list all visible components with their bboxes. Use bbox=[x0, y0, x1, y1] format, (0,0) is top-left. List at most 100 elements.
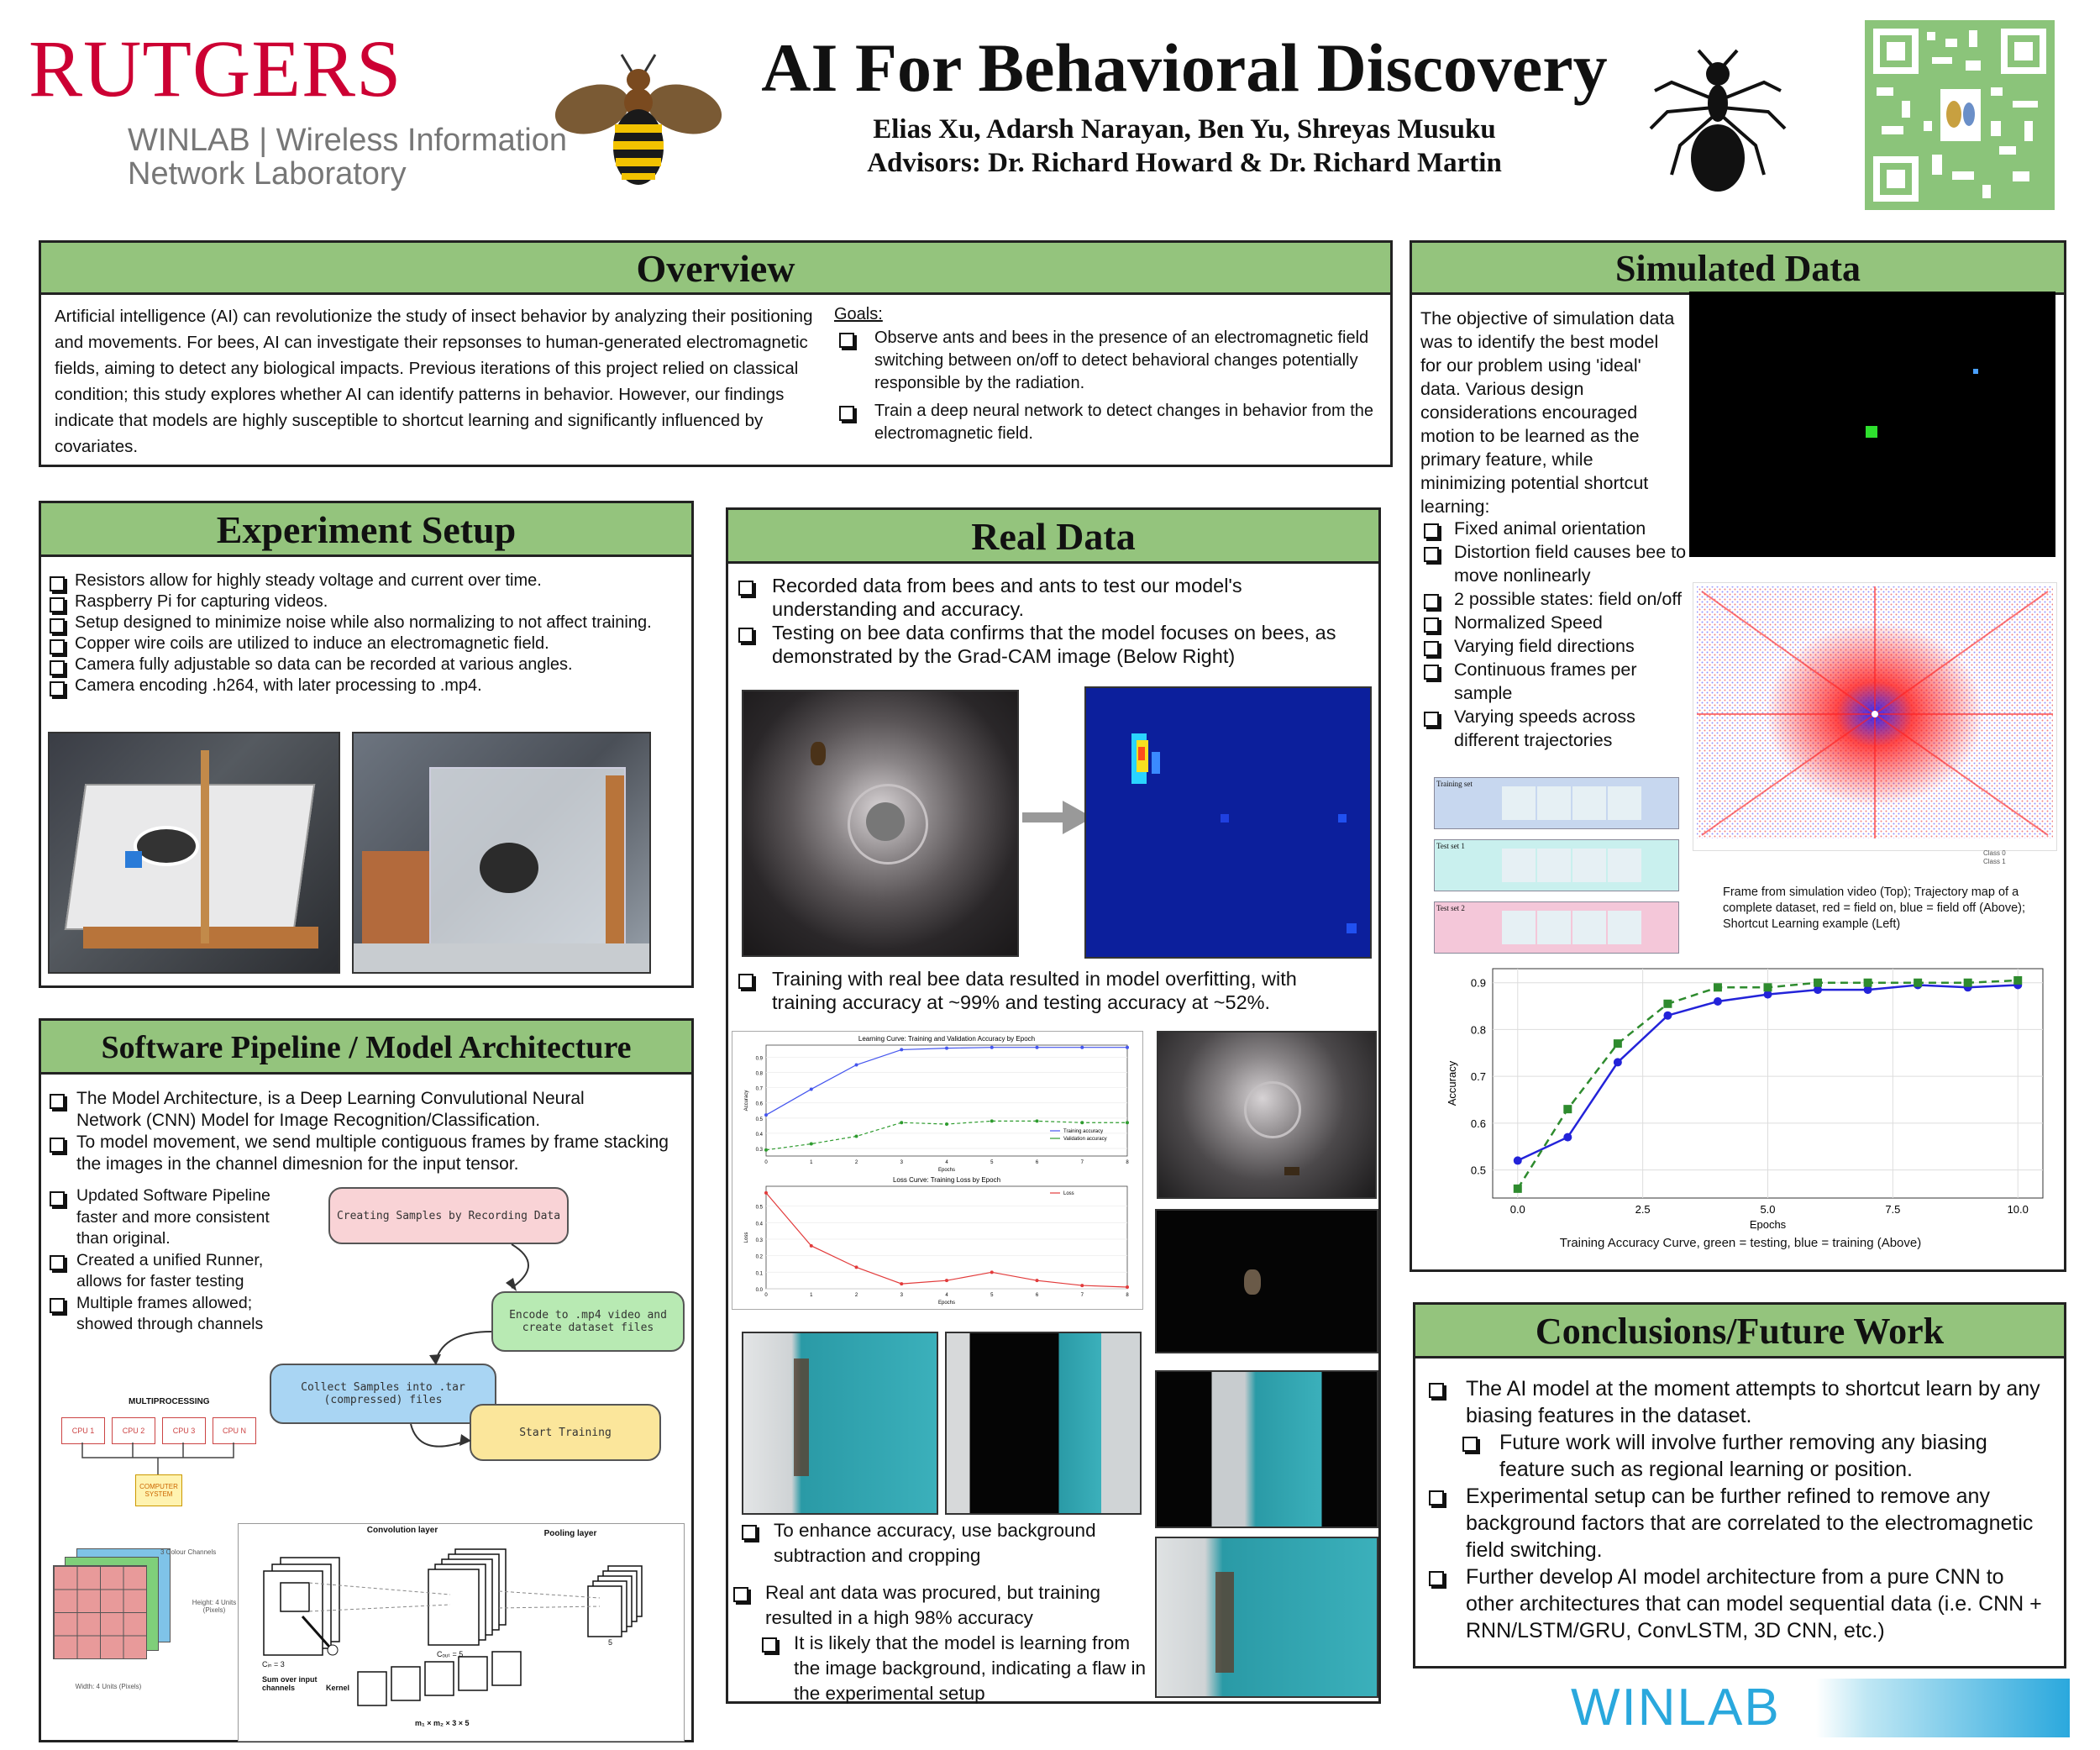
loss-data-point bbox=[1035, 1279, 1039, 1283]
conclusions-panel: Conclusions/Future Work The AI model at … bbox=[1413, 1302, 2066, 1669]
shortcut-row-test1: Test set 1 bbox=[1434, 839, 1679, 891]
software-heading: Software Pipeline / Model Architecture bbox=[41, 1021, 691, 1075]
loss-data-point bbox=[1080, 1284, 1084, 1288]
flow-step-3: Collect Samples into .tar (compressed) f… bbox=[270, 1364, 496, 1424]
data-point bbox=[1563, 1133, 1572, 1142]
overview-panel: Overview Artificial intelligence (AI) ca… bbox=[39, 240, 1393, 467]
flow-step-2: Encode to .mp4 video and create dataset … bbox=[491, 1291, 685, 1352]
experiment-item: Camera encoding .h264, with later proces… bbox=[45, 675, 683, 696]
acc-x-tick: 5 bbox=[990, 1160, 994, 1165]
acc-data-point bbox=[809, 1087, 813, 1091]
tensor-width-label: Width: 4 Units (Pixels) bbox=[75, 1683, 142, 1690]
y-tick-label: 0.5 bbox=[1471, 1164, 1486, 1177]
acc-x-tick: 7 bbox=[1081, 1160, 1084, 1165]
lab-name-line2: Network Laboratory bbox=[128, 156, 407, 192]
simulated-item: Varying speeds across different trajecto… bbox=[1419, 705, 1688, 752]
loss-x-tick: 4 bbox=[945, 1293, 948, 1298]
ant-photo-4 bbox=[1155, 1537, 1378, 1698]
traj-legend-0: Class 0 bbox=[1983, 849, 2006, 857]
x-axis-label: Epochs bbox=[1750, 1218, 1787, 1231]
cnn-diagram: Convolution layer Pooling layer Cᵢₙ = 3 … bbox=[238, 1523, 685, 1742]
acc-y-tick: 0.4 bbox=[756, 1133, 764, 1138]
bg-note: To enhance accuracy, use background subt… bbox=[737, 1518, 1157, 1569]
simulated-heading: Simulated Data bbox=[1412, 243, 2064, 295]
simulated-item: Continuous frames per sample bbox=[1419, 658, 1688, 705]
acc-x-tick: 8 bbox=[1126, 1160, 1129, 1165]
winlab-logo: WINLAB bbox=[1562, 1679, 2070, 1737]
acc-x-tick: 6 bbox=[1036, 1160, 1039, 1165]
training-note: Training with real bee data resulted in … bbox=[733, 967, 1355, 1014]
software-list-2: Updated Software Pipeline faster and mor… bbox=[45, 1185, 305, 1336]
overview-heading: Overview bbox=[41, 243, 1390, 295]
simulated-item: Distortion field causes bee to move nonl… bbox=[1419, 540, 1688, 587]
y-tick-label: 0.9 bbox=[1471, 977, 1486, 990]
overview-body: Artificial intelligence (AI) can revolut… bbox=[55, 307, 813, 456]
loss-x-label: Epochs bbox=[938, 1301, 955, 1306]
data-point bbox=[1963, 978, 1972, 987]
shortcut-row-label: Test set 2 bbox=[1436, 904, 1465, 912]
acc-data-point bbox=[1035, 1045, 1039, 1049]
pool-layer-label: Pooling layer bbox=[543, 1529, 597, 1538]
loss-x-tick: 2 bbox=[855, 1293, 858, 1298]
mp-cpu-n: CPU N bbox=[213, 1417, 256, 1444]
trajectory-map bbox=[1693, 582, 2057, 851]
loss-x-tick: 3 bbox=[900, 1293, 904, 1298]
simulated-item: Varying field directions bbox=[1419, 634, 1688, 658]
acc-data-point bbox=[1126, 1121, 1129, 1125]
acc-y-tick: 0.9 bbox=[756, 1056, 764, 1061]
data-point bbox=[1713, 997, 1722, 1006]
x-tick-label: 7.5 bbox=[1885, 1203, 1900, 1216]
acc-legend-label: Training accuracy bbox=[1063, 1129, 1103, 1134]
data-point bbox=[1613, 1058, 1622, 1067]
acc-data-point bbox=[1080, 1121, 1084, 1125]
acc-data-point bbox=[900, 1048, 904, 1052]
experiment-item: Raspberry Pi for capturing videos. bbox=[45, 591, 683, 612]
loss-frame bbox=[765, 1185, 1128, 1290]
software-panel: Software Pipeline / Model Architecture T… bbox=[39, 1018, 694, 1742]
data-point bbox=[1663, 999, 1672, 1008]
acc-y-tick: 0.3 bbox=[756, 1148, 764, 1153]
x-tick-label: 5.0 bbox=[1760, 1203, 1775, 1216]
loss-data-point bbox=[809, 1243, 813, 1248]
data-point bbox=[1563, 1105, 1572, 1114]
bee-icon bbox=[554, 54, 722, 185]
acc-data-point bbox=[854, 1134, 858, 1138]
bg-subtracted-frame bbox=[1155, 1209, 1378, 1353]
ant-note: Real ant data was procured, but training… bbox=[728, 1580, 1157, 1631]
software-item: The Model Architecture, is a Deep Learni… bbox=[45, 1088, 648, 1132]
acc-y-tick: 0.7 bbox=[756, 1087, 764, 1092]
acc-y-label: Accuracy bbox=[744, 1090, 749, 1111]
winlab-logo-text: WINLAB bbox=[1571, 1679, 1781, 1737]
goals-list: Observe ants and bees in the presence of… bbox=[834, 327, 1422, 445]
data-point bbox=[1663, 1011, 1672, 1020]
ant-sub-note: It is likely that the model is learning … bbox=[757, 1631, 1152, 1706]
setup-photo-1 bbox=[48, 732, 340, 974]
lab-name-line1: WINLAB | Wireless Information bbox=[128, 123, 568, 158]
learning-curves: Learning Curve: Training and Validation … bbox=[732, 1031, 1143, 1310]
shortcut-row-label: Test set 1 bbox=[1436, 842, 1465, 850]
acc-frame bbox=[765, 1044, 1128, 1157]
setup-photo-2 bbox=[352, 732, 651, 974]
mp-title: MULTIPROCESSING bbox=[129, 1397, 210, 1406]
acc-data-point bbox=[945, 1122, 948, 1127]
loss-y-tick: 0.3 bbox=[756, 1238, 764, 1243]
experiment-item: Camera fully adjustable so data can be r… bbox=[45, 654, 683, 675]
loss-y-tick: 0.5 bbox=[756, 1206, 764, 1211]
acc-y-tick: 0.8 bbox=[756, 1072, 764, 1077]
ant-photo-1 bbox=[742, 1332, 938, 1515]
conclusions-list: The AI model at the moment attempts to s… bbox=[1424, 1375, 2054, 1644]
qr-code[interactable] bbox=[1865, 20, 2055, 210]
y-tick-label: 0.8 bbox=[1471, 1023, 1486, 1036]
loss-x-tick: 8 bbox=[1126, 1293, 1129, 1298]
loss-y-label: Loss bbox=[744, 1232, 749, 1243]
real-data-item: Recorded data from bees and ants to test… bbox=[733, 574, 1355, 621]
acc-x-tick: 3 bbox=[900, 1160, 904, 1165]
acc-data-point bbox=[854, 1063, 858, 1067]
data-point bbox=[1763, 990, 1772, 999]
flow-step-4: Start Training bbox=[470, 1404, 661, 1461]
mp-cpu-1: CPU 1 bbox=[61, 1417, 105, 1444]
software-item: Updated Software Pipeline faster and mor… bbox=[45, 1185, 305, 1250]
acc-x-tick: 1 bbox=[810, 1160, 813, 1165]
acc-data-point bbox=[764, 1113, 768, 1117]
